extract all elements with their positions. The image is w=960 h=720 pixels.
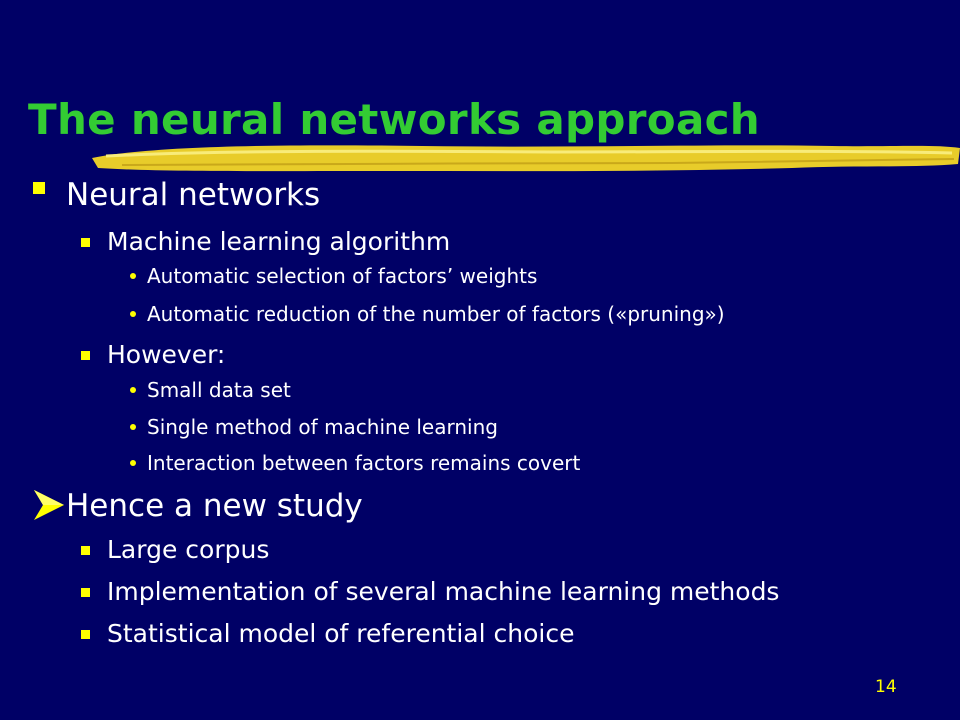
square-bullet-icon [33, 182, 45, 194]
subbullet-machine-learning: Machine learning algorithm [107, 227, 451, 256]
arrowhead-bullet-icon [34, 490, 64, 520]
dot-bullet-icon [130, 460, 136, 466]
point-automatic-reduction: Automatic reduction of the number of fac… [147, 302, 725, 326]
small-square-bullet-icon [81, 546, 90, 555]
page-number: 14 [875, 677, 897, 697]
dot-bullet-icon [130, 311, 136, 317]
subbullet-statistical-model: Statistical model of referential choice [107, 619, 575, 648]
bullet-neural-networks: Neural networks [66, 177, 321, 213]
subbullet-however: However: [107, 340, 226, 369]
subbullet-large-corpus: Large corpus [107, 535, 270, 564]
point-small-data-set: Small data set [147, 378, 291, 402]
point-single-method: Single method of machine learning [147, 415, 498, 439]
dot-bullet-icon [130, 273, 136, 279]
small-square-bullet-icon [81, 630, 90, 639]
point-automatic-selection: Automatic selection of factors’ weights [147, 264, 538, 288]
dot-bullet-icon [130, 387, 136, 393]
small-square-bullet-icon [81, 351, 90, 360]
small-square-bullet-icon [81, 238, 90, 247]
point-interaction-covert: Interaction between factors remains cove… [147, 451, 581, 475]
bullet-hence-new-study: Hence a new study [66, 488, 363, 524]
slide-title: The neural networks approach [28, 95, 760, 144]
brush-stroke-underline [92, 145, 960, 172]
small-square-bullet-icon [81, 588, 90, 597]
dot-bullet-icon [130, 424, 136, 430]
subbullet-implementation-methods: Implementation of several machine learni… [107, 577, 780, 606]
